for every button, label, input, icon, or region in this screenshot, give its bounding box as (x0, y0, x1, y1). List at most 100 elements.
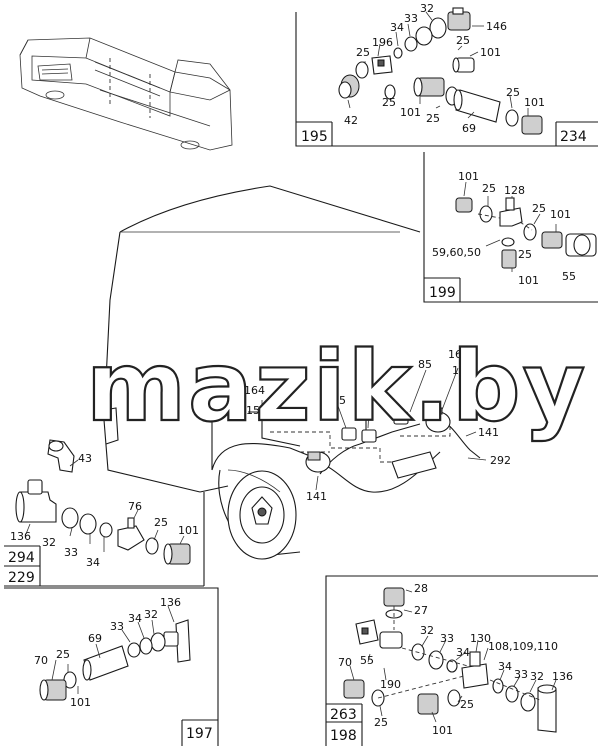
label-32: 32 (42, 536, 56, 549)
label-70: 70 (34, 654, 48, 667)
panel-bottom-right: 263 198 28 27 32 (325, 575, 598, 746)
label-33: 33 (404, 12, 418, 25)
label-101: 101 (178, 524, 199, 537)
panel-left: 294 229 43 136 32 33 34 76 25 101 (4, 439, 205, 587)
valve-146 (447, 7, 471, 31)
label-141-right: 141 (478, 426, 499, 439)
vehicle-rear: 164 150 85 118 85 164 150 141 292 141 (103, 185, 511, 560)
label-55: 55 (360, 654, 374, 667)
label-69: 69 (88, 632, 102, 645)
ref-199: 199 (429, 285, 456, 301)
label-34: 34 (390, 21, 404, 34)
label-33-b: 33 (514, 668, 528, 681)
label-25-b: 25 (456, 34, 470, 47)
label-118: 118 (360, 382, 381, 395)
label-32: 32 (144, 608, 158, 621)
label-101-b: 101 (400, 106, 421, 119)
label-25: 25 (154, 516, 168, 529)
label-85-right: 85 (418, 358, 432, 371)
label-25-c: 25 (382, 96, 396, 109)
valve-118 (361, 429, 377, 443)
valve-85-right (393, 411, 409, 425)
label-108-109-110: 108,109,110 (488, 640, 558, 653)
ref-197: 197 (186, 726, 213, 742)
panel-mid-right: 199 101 25 128 25 101 59,60,50 25 101 55 (423, 152, 598, 303)
label-196: 196 (372, 36, 393, 49)
label-292: 292 (490, 454, 511, 467)
label-32-b: 32 (530, 670, 544, 683)
label-59-60-50: 59,60,50 (432, 246, 481, 259)
ref-198: 198 (330, 728, 357, 744)
label-101-a: 101 (458, 170, 479, 183)
valve-55 (355, 619, 379, 645)
label-70: 70 (338, 656, 352, 669)
label-146: 146 (486, 20, 507, 33)
label-136: 136 (10, 530, 31, 543)
label-150-right: 150 (452, 364, 473, 377)
label-32: 32 (420, 624, 434, 637)
ref-263: 263 (330, 707, 357, 723)
bracket-76 (117, 517, 145, 551)
ref-195: 195 (301, 129, 328, 145)
label-136: 136 (552, 670, 573, 683)
label-25-e: 25 (506, 86, 520, 99)
label-34-b: 34 (498, 660, 512, 673)
label-164-left: 164 (244, 384, 265, 397)
label-43: 43 (78, 452, 92, 465)
label-101-b: 101 (550, 208, 571, 221)
label-55: 55 (562, 270, 576, 283)
label-128: 128 (504, 184, 525, 197)
label-141-left: 141 (306, 490, 327, 503)
label-101-c: 101 (524, 96, 545, 109)
label-25-a: 25 (482, 182, 496, 195)
label-164-right: 164 (448, 348, 469, 361)
label-27: 27 (414, 604, 428, 617)
ref-294: 294 (8, 550, 35, 566)
label-34: 34 (86, 556, 100, 569)
label-25: 25 (56, 648, 70, 661)
panel-top-right: 195 234 (295, 2, 598, 147)
label-33: 33 (440, 632, 454, 645)
tube-69 (82, 645, 129, 681)
tee-130 (461, 651, 489, 689)
label-25-b: 25 (532, 202, 546, 215)
label-33: 33 (64, 546, 78, 559)
label-101: 101 (70, 696, 91, 709)
brake-chamber-left (305, 451, 331, 473)
watermark-text: mazik.by (86, 331, 587, 443)
label-25-d: 25 (426, 112, 440, 125)
label-85-left: 85 (332, 394, 346, 407)
valve-85-left (341, 427, 357, 441)
label-150-left: 150 (246, 404, 267, 417)
rear-wheel (218, 469, 301, 560)
tee-136 (163, 619, 191, 663)
label-32: 32 (420, 2, 434, 15)
ref-229: 229 (8, 570, 35, 586)
tee-136 (537, 684, 557, 733)
label-76: 76 (128, 500, 142, 513)
label-25-c: 25 (518, 248, 532, 261)
panel-bottom-left: 197 136 32 34 33 69 70 25 101 (4, 587, 219, 746)
bus-thumbnail (19, 37, 233, 151)
label-28: 28 (414, 582, 428, 595)
tee-128 (499, 197, 523, 227)
valve-196 (371, 55, 393, 75)
label-34: 34 (128, 612, 142, 625)
brake-chamber-right (425, 407, 451, 433)
ref-234: 234 (560, 129, 587, 145)
label-190: 190 (380, 678, 401, 691)
label-136: 136 (160, 596, 181, 609)
label-69: 69 (462, 122, 476, 135)
label-42: 42 (344, 114, 358, 127)
label-25-a: 25 (374, 716, 388, 729)
tee-136 (15, 479, 57, 523)
label-130: 130 (470, 632, 491, 645)
label-101-a: 101 (480, 46, 501, 59)
label-34-a: 34 (456, 646, 470, 659)
label-101: 101 (432, 724, 453, 737)
elbow-43 (47, 439, 75, 473)
tube-69 (453, 89, 501, 123)
label-25-b: 25 (460, 698, 474, 711)
